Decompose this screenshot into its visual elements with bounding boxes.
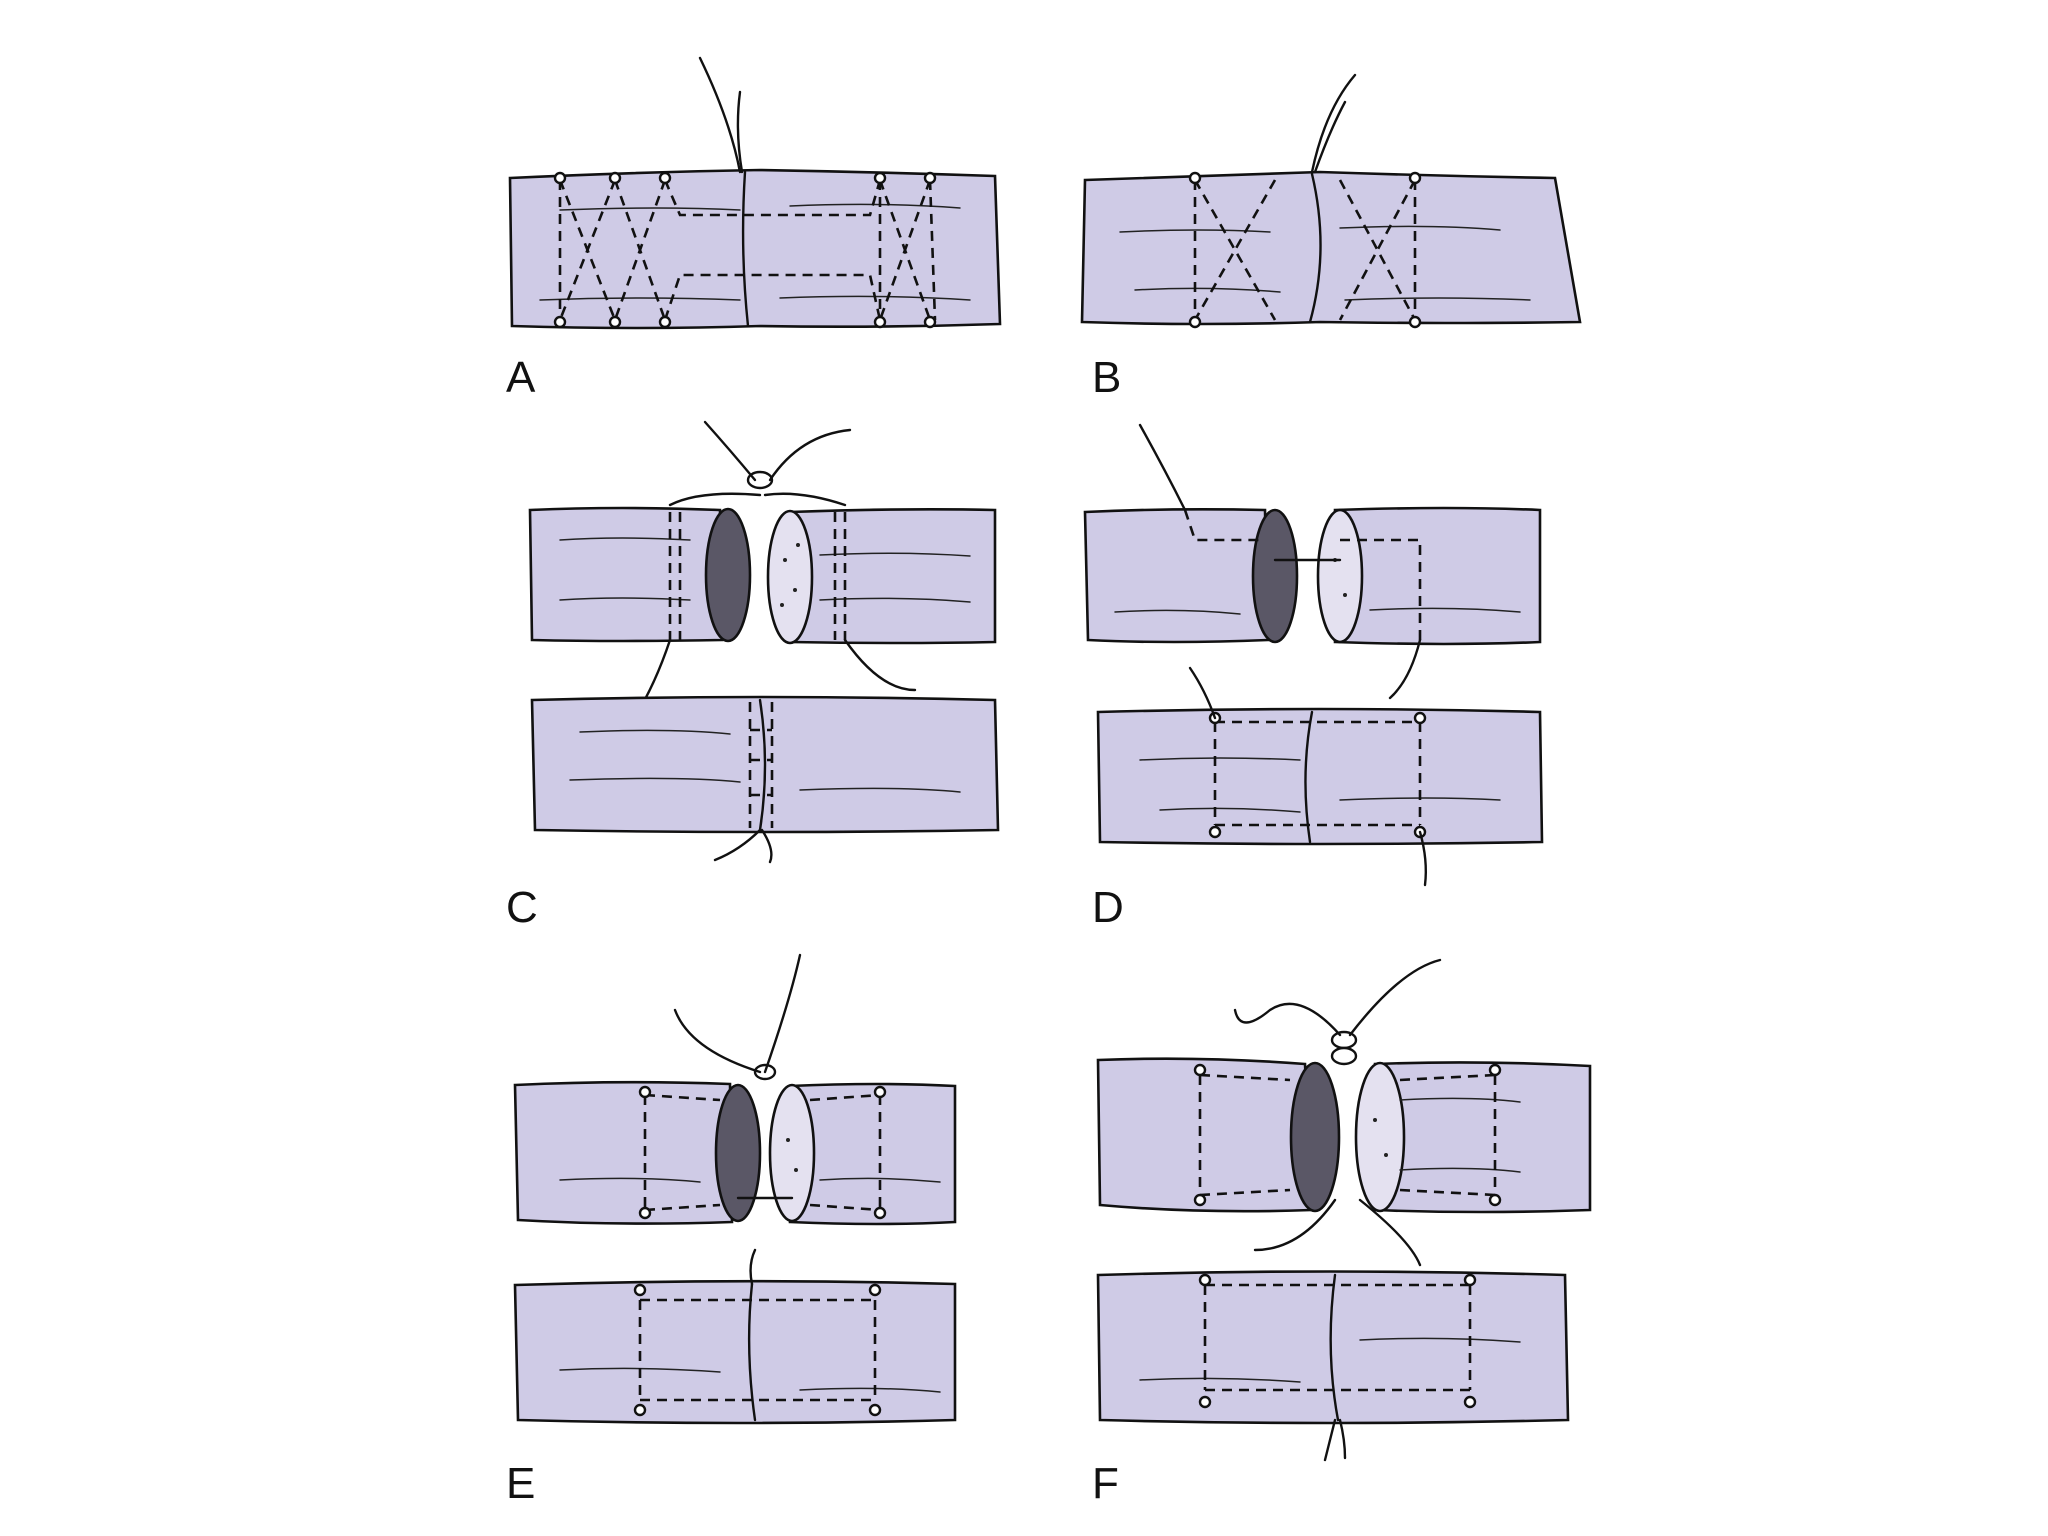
panel-label-f: F xyxy=(1092,1462,1119,1506)
panel-e-drawing xyxy=(515,955,955,1423)
panel-c-drawing xyxy=(530,422,998,862)
panel-label-a: A xyxy=(506,356,535,400)
panel-b-drawing xyxy=(1082,75,1580,327)
panel-label-e: E xyxy=(506,1462,535,1506)
panel-f-drawing xyxy=(1098,960,1590,1460)
panel-label-d: D xyxy=(1092,886,1124,930)
panel-a-drawing xyxy=(510,58,1000,328)
panel-label-c: C xyxy=(506,886,538,930)
panel-label-b: B xyxy=(1092,356,1121,400)
panel-d-drawing xyxy=(1085,425,1542,885)
